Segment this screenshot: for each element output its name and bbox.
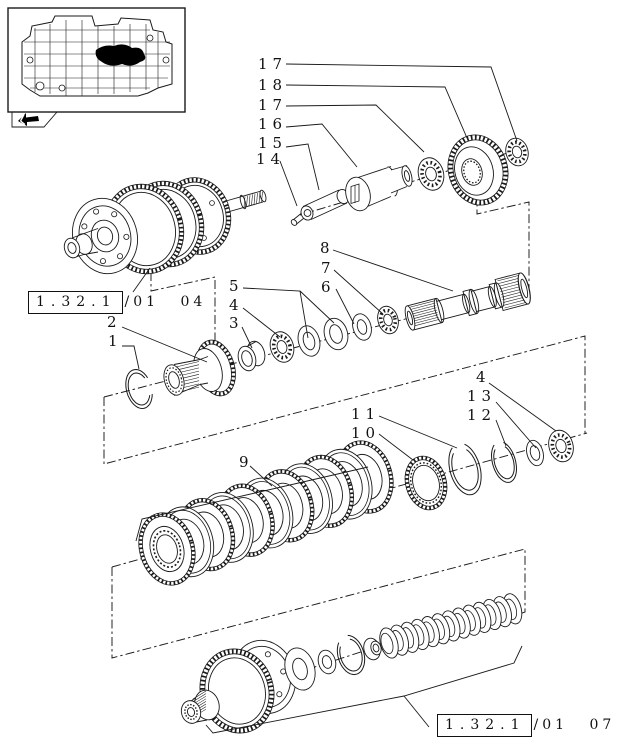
ref-label-bottom[interactable]: 1.32.1/01 07 bbox=[437, 714, 615, 737]
callout-15[interactable]: 15 bbox=[258, 134, 288, 152]
part-12-snap-ring bbox=[490, 441, 518, 483]
callout-2[interactable]: 2 bbox=[107, 313, 122, 331]
part-4-bearing bbox=[269, 331, 295, 363]
callout-12[interactable]: 12 bbox=[467, 406, 497, 424]
prev-section-arrow-icon[interactable] bbox=[11, 111, 58, 128]
part-17-bearing-left bbox=[417, 157, 445, 191]
callout-11[interactable]: 11 bbox=[351, 405, 381, 423]
callout-17-top[interactable]: 17 bbox=[258, 55, 288, 73]
callout-4-mid[interactable]: 4 bbox=[229, 296, 244, 314]
callout-1[interactable]: 1 bbox=[108, 332, 123, 350]
part-2-gear-hub bbox=[163, 339, 236, 397]
callout-4-right[interactable]: 4 bbox=[476, 368, 491, 386]
callout-14[interactable]: 14 bbox=[256, 150, 286, 168]
callout-13[interactable]: 13 bbox=[467, 387, 497, 405]
part-4-bearing-right bbox=[548, 429, 574, 463]
part-15-lever bbox=[300, 188, 350, 221]
callout-5[interactable]: 5 bbox=[229, 277, 244, 295]
leader-lines bbox=[121, 63, 557, 734]
part-17-bearing-right bbox=[505, 137, 529, 167]
lower-washer-large bbox=[284, 647, 316, 691]
lower-drum-assembly bbox=[180, 639, 296, 734]
callout-7[interactable]: 7 bbox=[321, 259, 336, 277]
callout-18[interactable]: 18 bbox=[258, 76, 288, 94]
part-16-coupler bbox=[345, 165, 413, 212]
part-7-bearing bbox=[377, 305, 399, 335]
part-5a-washer bbox=[297, 325, 321, 357]
ref-suffix: /01 07 bbox=[533, 717, 616, 733]
part-10-toothed-ring bbox=[404, 455, 448, 511]
callout-17-second[interactable]: 17 bbox=[258, 96, 288, 114]
callout-3[interactable]: 3 bbox=[229, 314, 244, 332]
callout-10[interactable]: 10 bbox=[351, 424, 381, 442]
part-1-snap-ring bbox=[125, 368, 153, 410]
lower-spring-disc-stack bbox=[379, 593, 523, 659]
upper-drum-assembly bbox=[63, 177, 267, 275]
part-5b-washer bbox=[323, 317, 349, 351]
part-11-snap-ring bbox=[448, 443, 482, 496]
part-8-shaft bbox=[404, 272, 531, 331]
part-18-gear bbox=[447, 134, 509, 206]
part-6-washer bbox=[352, 313, 372, 341]
part-3-bushing bbox=[237, 340, 266, 372]
inset-locator bbox=[7, 7, 186, 113]
part-13-washer bbox=[526, 439, 544, 467]
lower-snap-ring bbox=[336, 634, 366, 676]
ref-code-box[interactable]: 1.32.1 bbox=[28, 291, 123, 314]
callout-6[interactable]: 6 bbox=[321, 278, 336, 296]
ref-code-box[interactable]: 1.32.1 bbox=[437, 714, 532, 737]
callout-9[interactable]: 9 bbox=[239, 453, 254, 471]
callout-16[interactable]: 16 bbox=[258, 115, 288, 133]
lower-washer-small bbox=[317, 649, 337, 675]
callout-8[interactable]: 8 bbox=[320, 239, 335, 257]
part-9-clutch-pack bbox=[138, 440, 394, 586]
ref-suffix: /01 04 bbox=[124, 294, 207, 310]
ref-label-mid[interactable]: 1.32.1/01 04 bbox=[28, 291, 206, 314]
